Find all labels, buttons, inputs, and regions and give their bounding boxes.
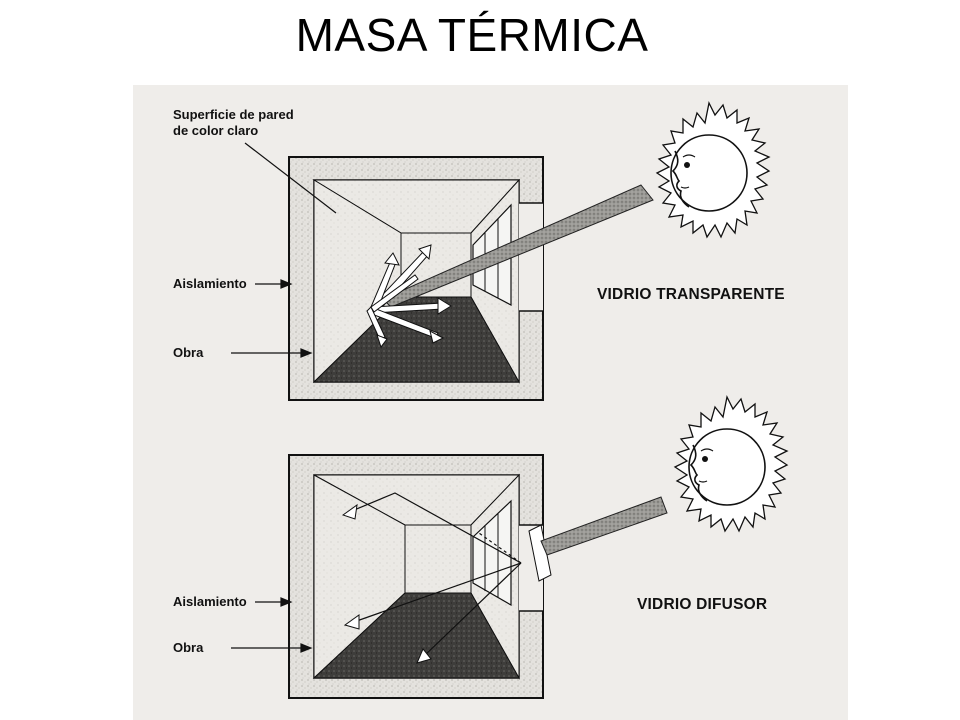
wall-surface-label-line1: Superficie de pared [173, 107, 294, 122]
diffuser-glass-label: VIDRIO DIFUSOR [637, 596, 768, 613]
sun-face-icon [673, 395, 789, 533]
sun-face-icon [655, 101, 771, 239]
figure-illustration [231, 101, 789, 699]
clear-glass-label: VIDRIO TRANSPARENTE [597, 286, 785, 303]
thermal-mass-figure: Superficie de pared de color claro Aisla… [133, 85, 848, 720]
bottom-room [288, 454, 668, 699]
masonry-label-bottom: Obra [173, 640, 204, 655]
insulation-label-bottom: Aislamiento [173, 594, 247, 609]
leader-wall [244, 142, 337, 214]
wall-surface-label: Superficie de pared de color claro [173, 107, 294, 139]
top-room [288, 156, 654, 401]
slide-title: MASA TÉRMICA [295, 9, 649, 61]
masonry-label-top: Obra [173, 345, 204, 360]
wall-surface-label-line2: de color claro [173, 123, 259, 138]
insulation-label-top: Aislamiento [173, 276, 247, 291]
